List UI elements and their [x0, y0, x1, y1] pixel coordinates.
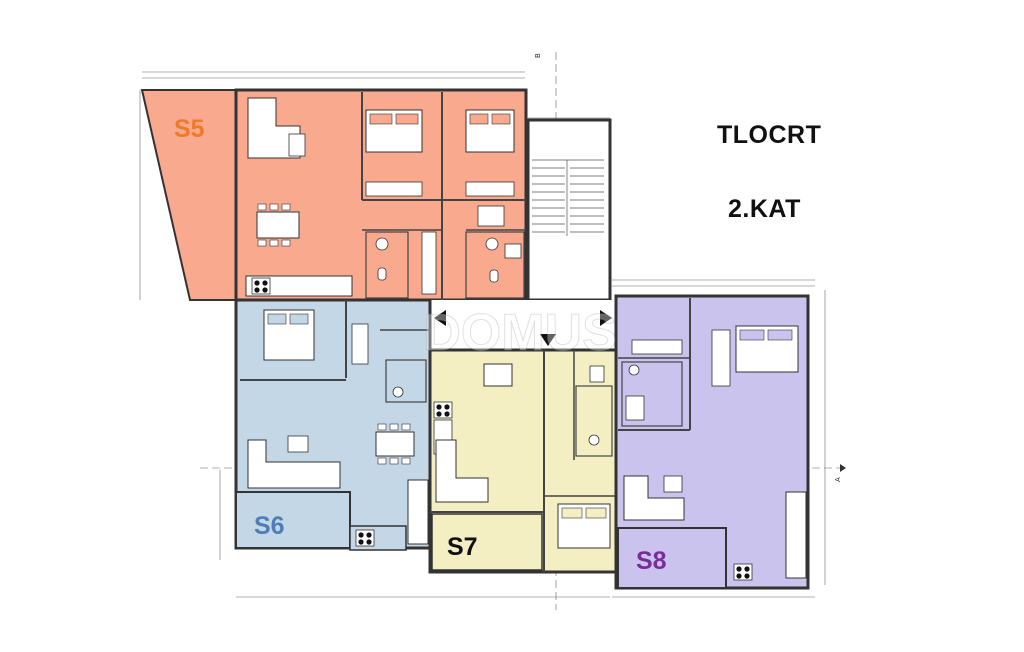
plan-subtitle: 2.KAT — [728, 195, 801, 223]
s7-sofa — [435, 439, 489, 503]
s8-balcony — [617, 527, 727, 589]
section-arrow-icon — [840, 464, 846, 472]
unit-s7[interactable] — [428, 348, 618, 574]
s5-kitchen-counter — [245, 275, 353, 297]
s7-bathroom — [575, 385, 613, 457]
s8-kitchen-counter — [785, 491, 807, 579]
plan-title: TLOCRT — [717, 121, 822, 149]
s7-balcony — [431, 513, 543, 571]
s8-sofa — [623, 475, 685, 521]
unit-label-s7: S7 — [447, 533, 478, 561]
s8-cooktop-icon — [733, 563, 753, 581]
s6-kitchen-counter — [407, 479, 429, 545]
entry-arrow-icon — [600, 310, 612, 326]
unit-label-s5: S5 — [174, 115, 205, 143]
entry-arrow-icon — [434, 310, 446, 326]
s7-cooktop-icon — [433, 401, 453, 419]
unit-s5[interactable] — [140, 88, 528, 302]
unit-s6[interactable] — [234, 298, 432, 551]
s6-cooktop-icon — [355, 529, 375, 547]
s5-cooktop-icon — [251, 277, 271, 295]
s6-bathroom — [385, 359, 427, 403]
s5-sofa — [247, 97, 301, 159]
stairwell — [430, 118, 620, 350]
unit-label-s6: S6 — [254, 512, 285, 540]
section-mark-a: A — [834, 477, 842, 482]
s5-dining-table — [256, 211, 300, 239]
unit-s8[interactable] — [614, 294, 810, 590]
s6-dining-table — [375, 431, 415, 457]
watermark: DOMUS — [423, 304, 617, 362]
entry-arrow-icon — [540, 334, 556, 346]
s6-balcony — [235, 491, 351, 549]
entrance-arrows — [434, 310, 612, 346]
s7-table — [483, 363, 513, 387]
s6-sofa — [247, 439, 341, 489]
unit-label-s8: S8 — [636, 547, 667, 575]
section-mark-b: B — [534, 53, 542, 58]
